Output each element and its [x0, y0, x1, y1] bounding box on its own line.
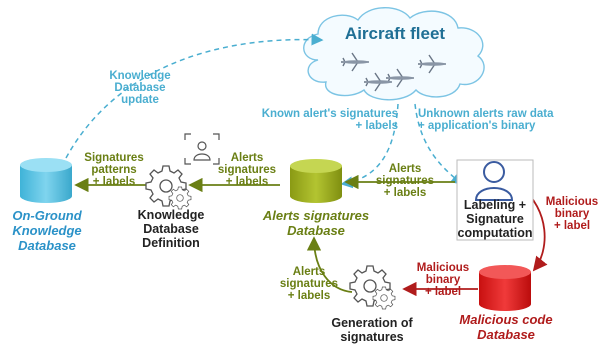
database-icon-malicious — [479, 265, 531, 311]
database-icon-on-ground — [20, 158, 72, 203]
db-label-malicious: Malicious code Database — [459, 312, 553, 342]
gear-icon-generation — [349, 265, 396, 310]
label-malicious-2: Malicious binary + label — [416, 262, 470, 298]
db-label-alerts: Alerts signatures Database — [262, 208, 370, 238]
arrow-known-alerts — [340, 103, 399, 189]
label-alerts-sig-1: Alerts signatures + labels — [217, 152, 277, 188]
label-known-alerts: Known alert's signatures + labels — [261, 108, 398, 132]
gear-icon-knowledge-def — [145, 165, 192, 210]
cloud-icon — [303, 7, 485, 101]
label-sig-patterns: Signatures patterns + labels — [84, 152, 144, 188]
process-label-knowledge-def: Knowledge Database Definition — [137, 208, 205, 250]
label-malicious-1: Malicious binary + label — [545, 196, 599, 232]
db-label-on-ground: On-Ground Knowledge Database — [12, 208, 82, 253]
label-kb-update: Knowledge Database update — [109, 70, 171, 106]
label-alerts-sig-3: Alerts signatures + labels — [279, 266, 339, 302]
database-icon-alerts — [290, 159, 342, 203]
user-icon-labeling — [474, 161, 514, 201]
label-alerts-sig-2: Alerts signatures + labels — [375, 163, 435, 199]
process-label-generation: Generation of signatures — [331, 316, 413, 344]
process-label-labeling: Labeling + Signature computation — [457, 198, 533, 240]
label-unknown-alerts: Unknown alerts raw data + application's … — [418, 108, 554, 132]
user-icon-analyst — [184, 133, 220, 165]
cloud-title: Aircraft fleet — [344, 24, 446, 43]
arrow-generation-to-alerts — [306, 236, 353, 293]
arrow-unknown-alerts — [414, 103, 464, 185]
